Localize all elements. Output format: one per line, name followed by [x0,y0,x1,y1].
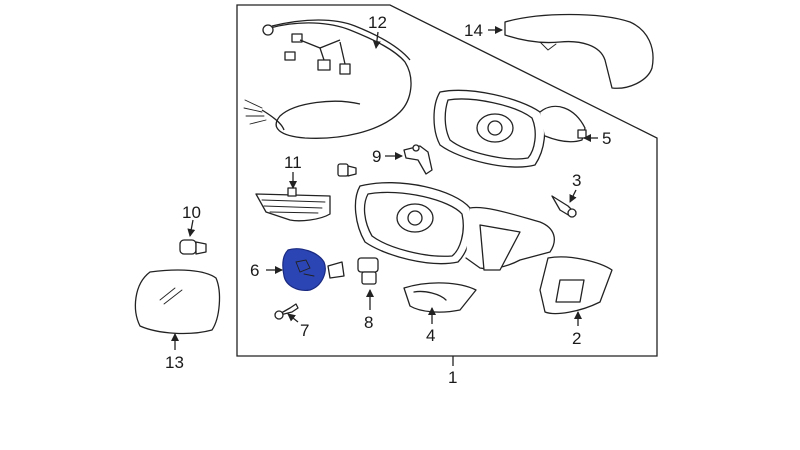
part-5-mirror-housing[interactable] [433,89,587,168]
part-13-mirror-glass[interactable] [134,269,221,335]
part-6-motor[interactable] [282,248,326,291]
leader-12 [372,31,381,49]
motor-highlight [282,248,326,291]
callout-9: 9 [372,147,381,166]
bulb-small[interactable] [337,163,357,177]
part-8-socket[interactable] [327,257,379,285]
part-7-screw[interactable] [274,303,299,320]
leader-3 [569,189,577,203]
part-4-puddle-lamp[interactable] [403,282,477,313]
assembly-boundary [236,4,658,357]
callout-1: 1 [448,368,457,387]
callout-8: 8 [364,313,373,332]
callout-3: 3 [572,171,581,190]
callout-10: 10 [182,203,201,222]
part-9-clip[interactable] [403,144,433,175]
callout-4: 4 [426,326,435,345]
part-12-wiring-harness[interactable] [243,19,412,139]
callout-5: 5 [602,129,611,148]
callout-12: 12 [368,13,387,32]
callout-6: 6 [250,261,259,280]
leader-7 [287,313,299,323]
callout-7: 7 [300,321,309,340]
callout-13: 13 [165,353,184,372]
part-2-bracket[interactable] [539,256,613,315]
part-3-screw[interactable] [551,195,577,218]
leader-10 [187,219,196,237]
part-11-turn-signal[interactable] [255,187,331,222]
callout-14: 14 [464,21,483,40]
part-14-mirror-cap[interactable] [504,13,654,89]
callout-2: 2 [572,329,581,348]
callout-11: 11 [284,153,302,172]
part-10-bulb[interactable] [179,239,207,255]
part-1-mirror-assembly[interactable] [354,182,555,271]
